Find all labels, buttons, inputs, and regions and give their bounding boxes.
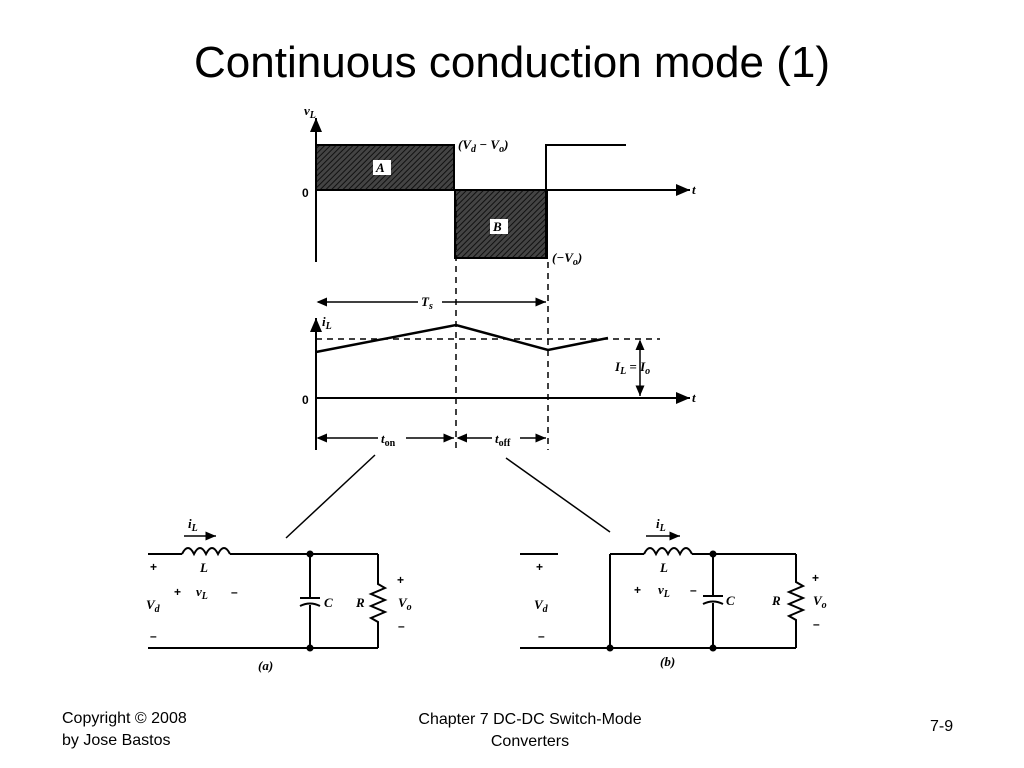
footer-chapter-line2: Converters: [490, 733, 570, 750]
il-zero-label: 0: [302, 393, 309, 407]
ton-label: ton: [381, 431, 396, 449]
circuit-a-vl-plus: +: [174, 585, 181, 599]
circuit-b-vl-label: vL: [658, 582, 670, 600]
resistor-b: [786, 554, 806, 648]
circuit-b-res-label: R: [771, 593, 781, 608]
vd-minus-vo-label: (Vd − Vo): [458, 137, 508, 155]
capacitor-a-plate-bottom: [299, 602, 321, 607]
footer-chapter-line1: Chapter 7 DC-DC Switch-Mode: [418, 711, 642, 728]
ton-to-circuit-a-leader: [285, 454, 376, 539]
ton-toff-dimension: ton toff: [285, 428, 611, 539]
il-t-label: t: [692, 390, 696, 405]
circuit-b-minus-left: –: [538, 629, 545, 643]
circuit-a: iL L + Vd – + vL – C R + Vo – (a): [146, 516, 412, 673]
page-number: 7-9: [930, 718, 954, 735]
inductor-a: [181, 547, 231, 557]
area-b-label: B: [492, 219, 502, 234]
circuit-b-il-label: iL: [656, 516, 666, 534]
il-axis-label: iL: [322, 314, 332, 332]
footer-copyright-line2: by Jose Bastos: [62, 732, 171, 749]
footer-copyright: Copyright © 2008 by Jose Bastos: [62, 708, 187, 752]
circuit-a-inductor-label: L: [199, 560, 208, 575]
circuit-a-minus-left: –: [150, 629, 157, 643]
minus-vo-label: (−Vo): [552, 250, 582, 268]
slide-title: Continuous conduction mode (1): [194, 38, 830, 87]
vl-axis-label: vL: [304, 103, 316, 121]
circuit-b-vd-label: Vd: [534, 597, 549, 615]
area-b-label-bg: [490, 219, 508, 234]
circuit-b: iL L + Vd – + vL – C R + Vo – (b): [520, 516, 827, 669]
il-equals-io-label: IL = Io: [614, 359, 650, 377]
footer-copyright-line1: Copyright © 2008: [62, 710, 187, 727]
circuit-b-vo-label: Vo: [813, 593, 827, 611]
circuit-b-plus-left: +: [536, 560, 543, 574]
area-a-label-bg: [373, 160, 391, 175]
circuit-a-cap-label: C: [324, 595, 333, 610]
ts-label: Ts: [421, 294, 433, 312]
il-waveform: iL 0 t IL = Io: [302, 314, 696, 450]
circuit-a-vd-label: Vd: [146, 597, 161, 615]
circuit-a-vl-minus: –: [231, 585, 238, 599]
circuit-b-vl-minus: –: [690, 583, 697, 597]
circuit-a-vl-label: vL: [196, 584, 208, 602]
circuit-b-cap-label: C: [726, 593, 735, 608]
circuit-a-vo-label: Vo: [398, 595, 412, 613]
circuit-a-il-label: iL: [188, 516, 198, 534]
circuit-b-vo-plus: +: [812, 571, 819, 585]
circuit-b-vl-plus: +: [634, 583, 641, 597]
circuit-a-res-label: R: [355, 595, 365, 610]
circuit-b-vo-minus: –: [813, 617, 820, 631]
vl-waveform: vL 0 t A B (Vd − Vo) (−Vo): [302, 103, 696, 268]
inductor-b: [643, 547, 693, 557]
circuit-b-inductor-label: L: [659, 560, 668, 575]
capacitor-b-plate-bottom: [702, 600, 724, 605]
circuit-a-plus-left: +: [150, 560, 157, 574]
toff-label: toff: [495, 431, 511, 449]
resistor-a: [368, 554, 388, 648]
circuit-b-caption: (b): [660, 654, 675, 669]
area-a-label: A: [375, 160, 385, 175]
circuit-a-vo-plus: +: [397, 573, 404, 587]
footer-chapter: Chapter 7 DC-DC Switch-Mode Converters: [380, 709, 680, 753]
circuit-a-caption: (a): [258, 658, 273, 673]
vl-t-label: t: [692, 182, 696, 197]
vl-next-period: [545, 144, 626, 258]
toff-to-circuit-b-leader: [505, 457, 611, 533]
vl-zero-label: 0: [302, 186, 309, 200]
circuit-a-vo-minus: –: [398, 619, 405, 633]
